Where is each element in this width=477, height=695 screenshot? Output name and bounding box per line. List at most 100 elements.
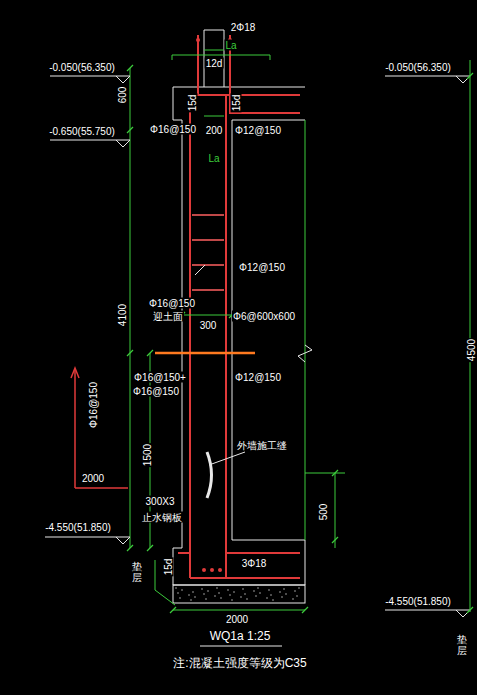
annotation-label: Φ12@150: [234, 372, 282, 383]
rebar-top: [198, 35, 300, 95]
rebar-base-bottom: [190, 577, 300, 579]
cushion-dot: [207, 590, 209, 592]
cushion-dot: [246, 598, 248, 600]
dim-line: [470, 60, 471, 612]
annotation-label: Φ12@150: [234, 125, 282, 136]
annotation-label: 2Φ18: [230, 22, 257, 33]
dim-tick: [467, 607, 473, 613]
cushion-dot: [214, 595, 216, 597]
cushion-dot: [201, 588, 203, 590]
level-line: [45, 537, 130, 538]
cushion-dot: [242, 588, 244, 590]
cushion-dot: [216, 587, 218, 589]
annotation-label: 迎土面: [152, 311, 184, 322]
level-mark: [456, 610, 470, 617]
dim-tick: [332, 470, 338, 476]
annotation-label: 12d: [205, 58, 224, 69]
section-cut: [155, 352, 255, 355]
annotation-label: Φ16@150: [149, 124, 197, 135]
annotation-label: 4500: [466, 338, 477, 362]
annotation-label: 外墙施工缝: [236, 440, 288, 451]
cushion-dot: [279, 591, 281, 593]
column-outline: [204, 30, 224, 87]
rebar-detail: [74, 370, 76, 488]
cushion-dot: [298, 587, 300, 589]
drawing-note: 注:混凝土强度等级为C35: [172, 657, 307, 670]
break-edge: [305, 120, 306, 540]
wall-face-inner: [232, 120, 233, 540]
slab-edge: [173, 87, 182, 120]
dim-tick: [170, 607, 176, 613]
leader: [195, 265, 205, 275]
title-underline: [200, 646, 282, 647]
cushion-dot: [257, 587, 259, 589]
cushion-dot: [259, 592, 261, 594]
annotation-label: -0.050(56.350): [48, 62, 116, 73]
tie-bar: [192, 239, 224, 241]
rebar-inner: [225, 95, 227, 578]
cushion-dot: [233, 591, 235, 593]
cushion-dot: [194, 596, 196, 598]
cushion-dot: [203, 593, 205, 595]
annotation-label: 垫层: [131, 561, 143, 583]
annotation-label: Φ16@150: [88, 381, 99, 429]
level-line: [385, 610, 470, 611]
annotation-label: 1500: [142, 443, 153, 467]
annotation-label: Φ16@150: [132, 386, 180, 397]
dim-tick: [127, 127, 133, 133]
slab-top: [173, 87, 305, 88]
annotation-label: 垫层: [456, 634, 468, 656]
annotation-label: 3Φ18: [241, 558, 268, 569]
cushion-dot: [177, 592, 179, 594]
base-top: [173, 548, 182, 549]
dim-line: [182, 315, 232, 316]
cushion-dot: [181, 589, 183, 591]
level-line: [50, 76, 130, 77]
cushion-dot: [205, 598, 207, 600]
rebar-base-top: [226, 552, 300, 554]
annotation-label: 200: [205, 125, 224, 136]
annotation-label: 15d: [163, 558, 174, 577]
tie-bar: [192, 289, 224, 291]
annotation-label: Φ16@150: [148, 298, 196, 309]
dim-tick: [147, 545, 153, 551]
cushion-dot: [240, 596, 242, 598]
drawing-title: WQ1a 1:25: [209, 630, 272, 643]
level-mark: [116, 537, 130, 544]
rebar-dot: [218, 568, 222, 572]
cushion-dot: [175, 587, 177, 589]
annotation-label: 300X3: [145, 496, 176, 507]
annotation-label: 4100: [117, 303, 128, 327]
cushion-dot: [270, 594, 272, 596]
base-top: [232, 540, 305, 541]
cushion-dot: [266, 597, 268, 599]
cushion-dot: [292, 598, 294, 600]
cushion-dot: [253, 590, 255, 592]
annotation-label: 15d: [187, 94, 198, 113]
cushion-dot: [255, 595, 257, 597]
base-outline: [173, 540, 305, 585]
cushion-dot: [229, 594, 231, 596]
break-symbol: [298, 345, 312, 362]
annotation-label: 2000: [225, 614, 249, 625]
dim-tick: [127, 65, 133, 71]
level-line: [50, 140, 130, 141]
annotation-label: -0.050(56.350): [384, 62, 452, 73]
cushion-dot: [294, 590, 296, 592]
dim-tick: [127, 545, 133, 551]
dim-tick: [127, 350, 133, 356]
annotation-label: Φ12@150: [238, 262, 286, 273]
dim-tick: [302, 607, 308, 613]
water-stop-plate: [207, 452, 212, 498]
cushion-dot: [283, 588, 285, 590]
rebar-dot: [210, 568, 214, 572]
level-mark: [116, 140, 130, 147]
rebar-top: [230, 35, 300, 113]
annotation-label: 500: [318, 503, 329, 522]
cushion-dot: [220, 597, 222, 599]
cushion-dot: [190, 599, 192, 601]
cushion-dot: [268, 589, 270, 591]
annotation-label: Φ6@600x600: [232, 311, 296, 322]
cushion-dot: [192, 591, 194, 593]
